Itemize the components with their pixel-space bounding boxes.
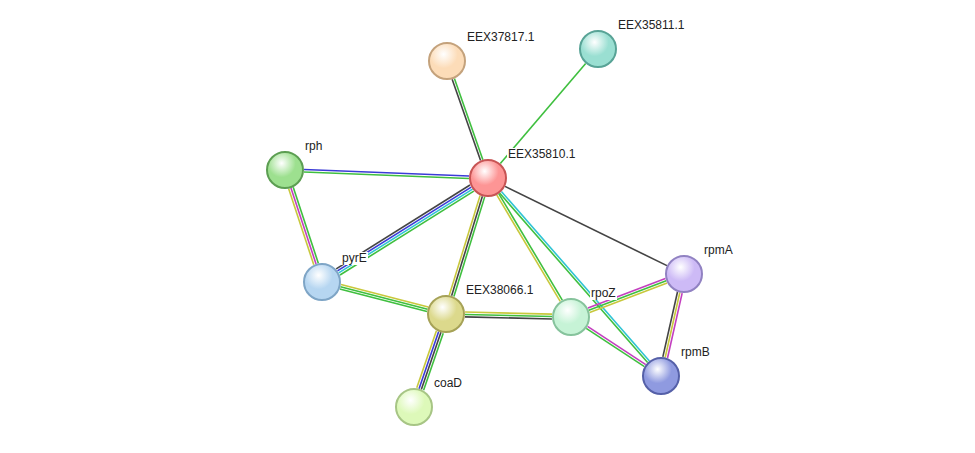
evidence-line bbox=[588, 279, 665, 308]
interaction-edge bbox=[340, 284, 428, 311]
evidence-line bbox=[589, 281, 666, 310]
protein-node: rpmA bbox=[665, 255, 703, 293]
evidence-line bbox=[465, 317, 552, 319]
protein-node: pyrE bbox=[303, 263, 341, 301]
node-label: EEX37817.1 bbox=[466, 31, 535, 44]
evidence-line bbox=[590, 283, 667, 312]
evidence-line bbox=[586, 328, 644, 366]
protein-node: rpmB bbox=[642, 357, 680, 395]
interaction-edge bbox=[500, 192, 650, 363]
evidence-line bbox=[341, 284, 428, 307]
evidence-line bbox=[340, 191, 474, 275]
interaction-edge bbox=[500, 63, 585, 163]
evidence-line bbox=[337, 187, 471, 271]
evidence-line bbox=[293, 187, 318, 263]
interaction-edge bbox=[588, 279, 667, 313]
interaction-edge bbox=[336, 185, 474, 275]
evidence-line bbox=[336, 185, 470, 269]
evidence-line bbox=[339, 189, 473, 273]
evidence-line bbox=[304, 170, 469, 177]
evidence-line bbox=[291, 188, 316, 264]
evidence-line bbox=[465, 312, 552, 314]
protein-node: rpoZ bbox=[552, 298, 590, 336]
interaction-edge bbox=[452, 79, 483, 161]
evidence-line bbox=[665, 293, 680, 358]
protein-node: EEX37817.1 bbox=[428, 42, 466, 80]
protein-node: rph bbox=[266, 151, 304, 189]
node-label: EEX38066.1 bbox=[465, 284, 534, 297]
evidence-line bbox=[452, 196, 483, 296]
node-label: coaD bbox=[433, 377, 463, 390]
protein-node: EEX35811.1 bbox=[579, 30, 617, 68]
evidence-line bbox=[452, 79, 480, 160]
node-label: rph bbox=[304, 140, 323, 153]
interaction-edge bbox=[465, 312, 552, 319]
evidence-line bbox=[454, 197, 485, 297]
evidence-line bbox=[500, 193, 648, 362]
evidence-line bbox=[454, 79, 482, 160]
protein-node: EEX35810.1 bbox=[469, 159, 507, 197]
node-label: rpoZ bbox=[590, 287, 617, 300]
node-label: EEX35811.1 bbox=[617, 19, 686, 32]
evidence-line bbox=[500, 63, 585, 163]
interaction-edge bbox=[289, 187, 319, 264]
interaction-edge bbox=[586, 326, 646, 366]
node-label: rpmB bbox=[680, 346, 711, 359]
node-label: rpmA bbox=[703, 244, 734, 257]
evidence-line bbox=[501, 192, 649, 361]
interaction-edge bbox=[449, 195, 484, 296]
node-label: pyrE bbox=[341, 252, 368, 265]
evidence-line bbox=[340, 287, 427, 310]
evidence-line bbox=[588, 326, 646, 364]
evidence-line bbox=[465, 314, 552, 316]
node-label: EEX35810.1 bbox=[507, 148, 576, 161]
evidence-line bbox=[449, 195, 480, 295]
evidence-line bbox=[340, 289, 427, 312]
evidence-line bbox=[663, 292, 678, 357]
protein-node: coaD bbox=[395, 388, 433, 426]
protein-node: EEX38066.1 bbox=[427, 295, 465, 333]
evidence-line bbox=[289, 189, 314, 265]
interaction-edge bbox=[304, 170, 469, 179]
